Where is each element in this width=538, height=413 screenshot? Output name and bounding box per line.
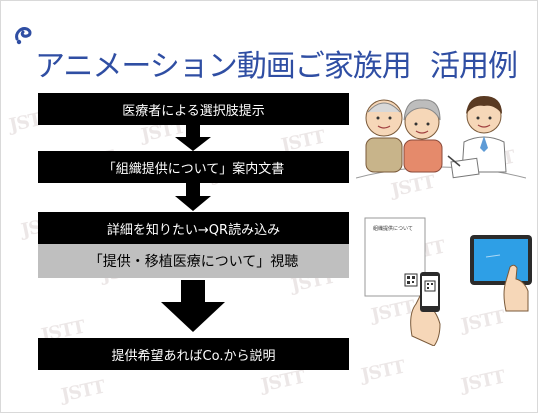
flow-step-1: 医療者による選択肢提示 [38,93,349,125]
brochure-with-qr-code-icon [364,217,426,297]
down-arrow-icon [161,280,225,332]
down-arrow-icon [175,183,211,211]
watermark: JSTT [359,356,407,387]
brochure-title: 組織提供について [373,226,413,232]
slide-title-suffix: 活用例 [430,49,518,84]
watermark: JSTT [459,366,507,397]
hand-holding-smartphone-icon [410,272,441,346]
slide-title: アニメーション動画ご家族用 [35,49,412,84]
elderly-couple-with-doctor-icon [356,96,526,179]
watermark: JSTT [259,366,307,397]
logo-icon [15,27,32,45]
hand-touching-tablet-icon [470,235,532,312]
flow-step-2: 「組織提供について」案内文書 [38,151,349,183]
flow-step-4: 「提供・移植医療について」視聴 [38,244,349,278]
watermark: JSTT [59,376,107,407]
flow-step-3: 詳細を知りたい→QR読み込み [38,212,349,244]
down-arrow-icon [175,125,211,151]
flow-step-5: 提供希望あればCo.から説明 [38,338,349,370]
